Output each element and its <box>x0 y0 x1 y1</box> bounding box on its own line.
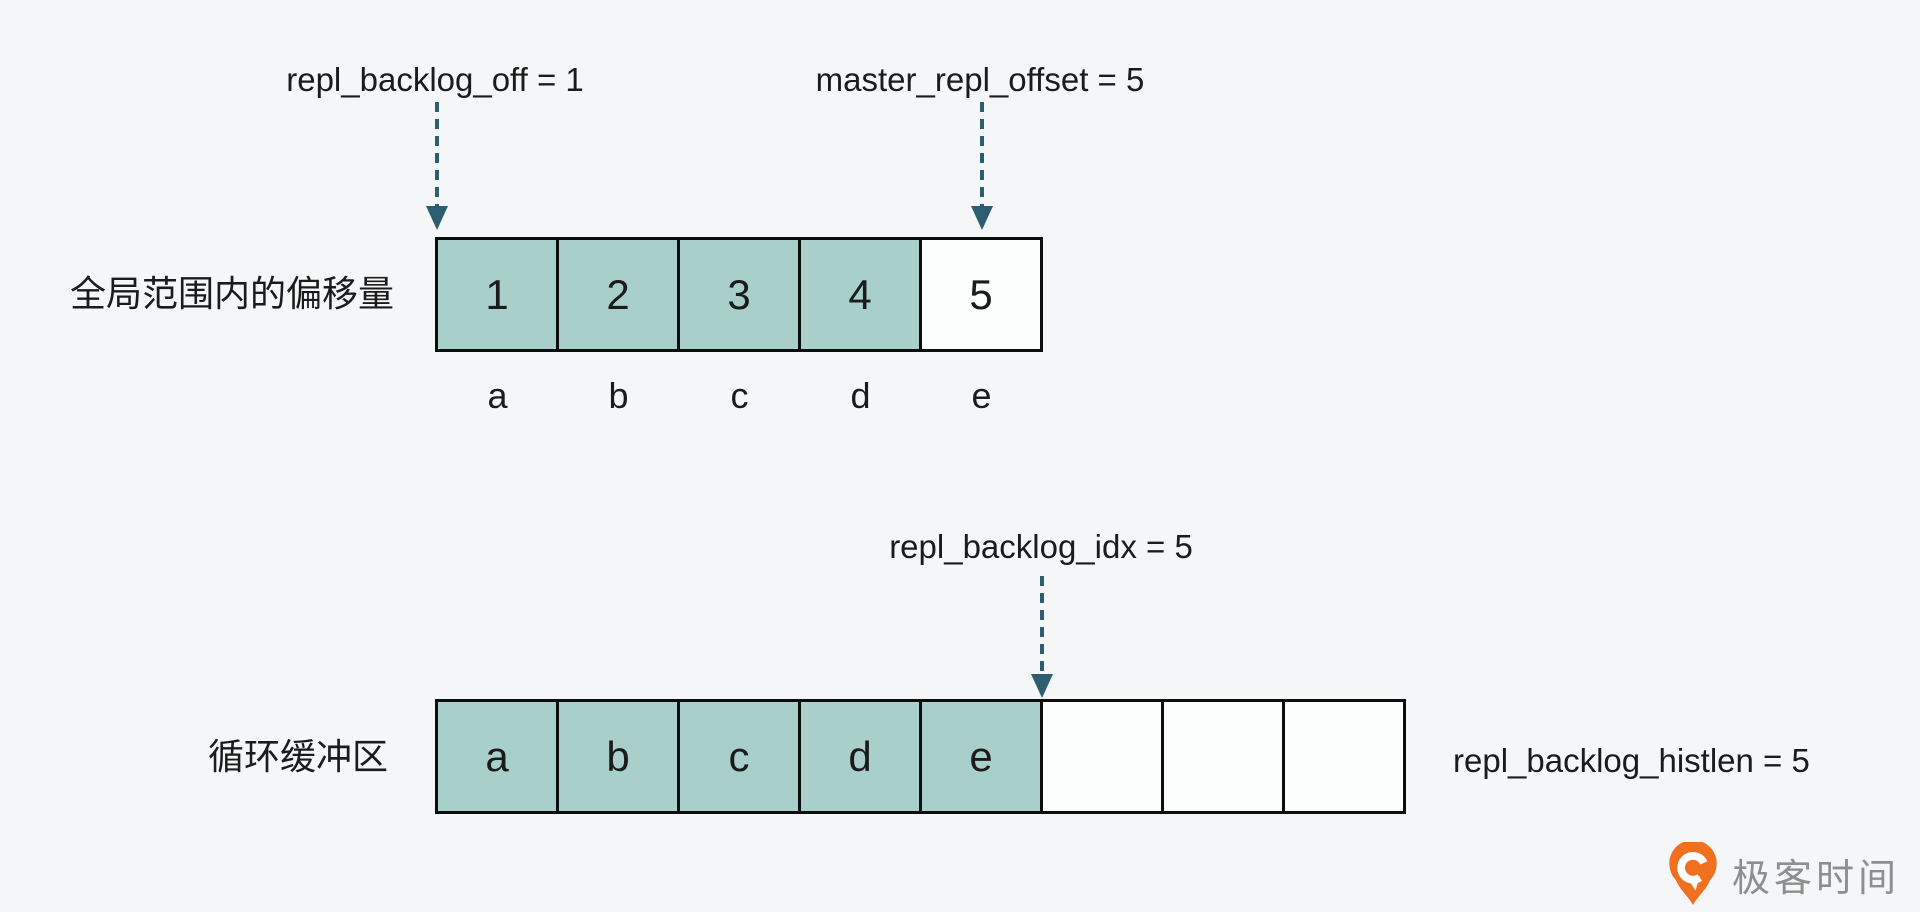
label-repl-backlog-histlen: repl_backlog_histlen = 5 <box>1453 742 1810 779</box>
geektime-pin-icon <box>1669 842 1717 905</box>
dashed-arrow-line <box>435 102 439 206</box>
buffer-cell: b <box>556 699 680 814</box>
row-label-global-offset: 全局范围内的偏移量 <box>70 273 395 314</box>
annotation-repl-backlog-off: repl_backlog_off = 1 <box>286 61 584 98</box>
buffer-cell: 4 <box>798 237 922 352</box>
cell-sublabel: d <box>850 375 871 416</box>
geektime-logo-text: 极客时间 <box>1732 857 1901 900</box>
buffer-cell: 5 <box>919 237 1043 352</box>
cell-sublabel: b <box>608 375 629 416</box>
buffer-cell <box>1161 699 1285 814</box>
buffer-cell <box>1282 699 1406 814</box>
buffer-cell: 3 <box>677 237 801 352</box>
arrow-down-icon <box>1031 674 1053 698</box>
dashed-arrow-line <box>1040 576 1044 674</box>
global-offset-sublabels: a b c d e <box>437 376 1042 416</box>
cell-sublabel: c <box>730 375 749 416</box>
buffer-cell: e <box>919 699 1043 814</box>
row-label-circular-buffer: 循环缓冲区 <box>208 736 389 777</box>
buffer-cell: c <box>677 699 801 814</box>
annotation-master-repl-offset: master_repl_offset = 5 <box>815 61 1145 98</box>
dashed-arrow-line <box>980 102 984 206</box>
arrow-down-icon <box>971 206 993 230</box>
cell-sublabel: a <box>487 375 508 416</box>
arrow-down-icon <box>426 206 448 230</box>
buffer-cell: 1 <box>435 237 559 352</box>
buffer-cell: 2 <box>556 237 680 352</box>
buffer-cell: d <box>798 699 922 814</box>
annotation-repl-backlog-idx: repl_backlog_idx = 5 <box>889 528 1193 565</box>
cell-sublabel: e <box>971 375 992 416</box>
buffer-cell <box>1040 699 1164 814</box>
buffer-cell: a <box>435 699 559 814</box>
geektime-logo: 极客时间 <box>1668 842 1900 906</box>
